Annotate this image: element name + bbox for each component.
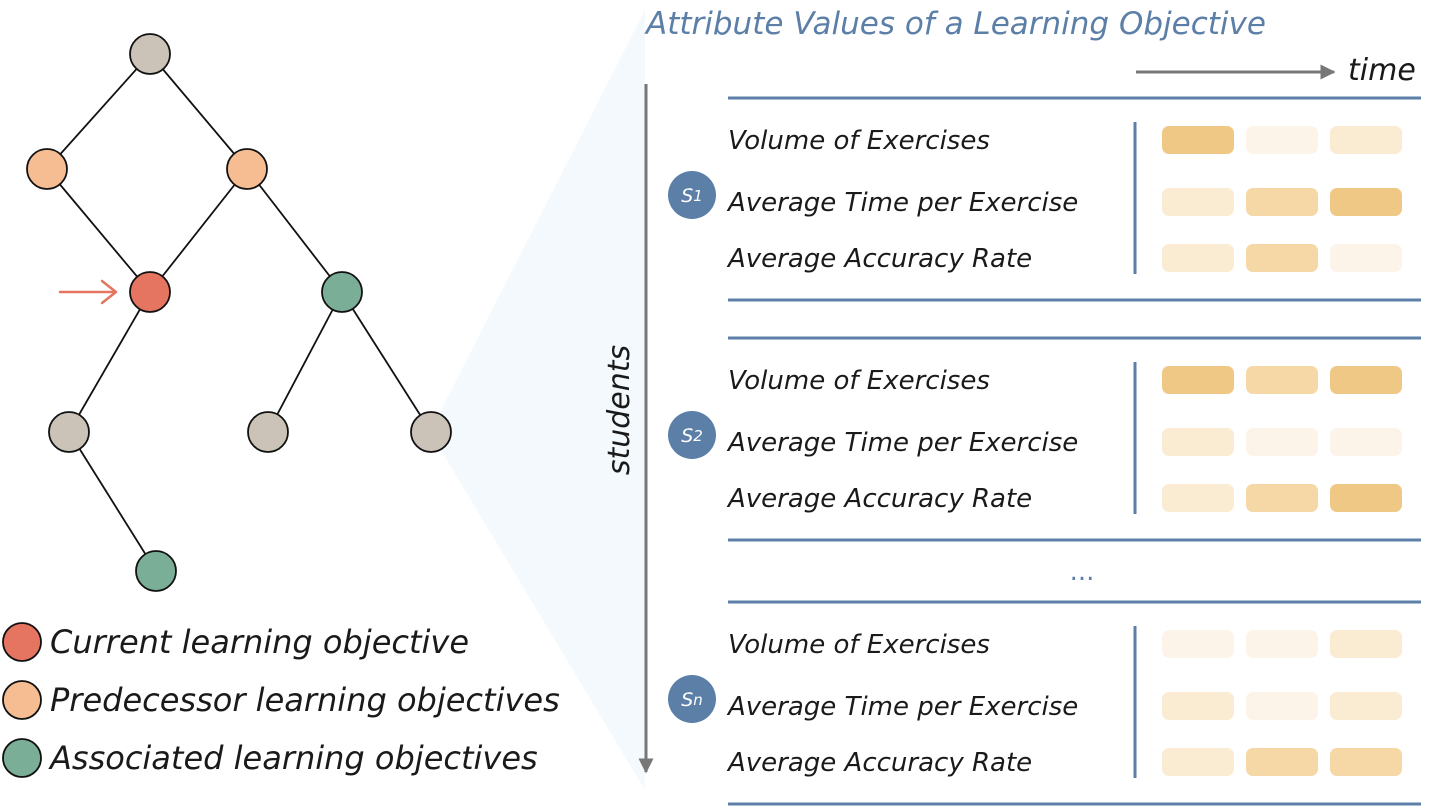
attribute-label: Average Time per Exercise <box>726 428 1078 458</box>
legend-label-associated: Associated learning objectives <box>48 739 538 777</box>
attribute-label: Volume of Exercises <box>728 630 990 660</box>
student-badge-label: Sn <box>681 689 703 711</box>
attribute-label: Volume of Exercises <box>728 126 990 156</box>
students-axis: students <box>602 84 654 774</box>
attribute-cell <box>1162 748 1234 776</box>
tree-node-child-left <box>48 411 90 453</box>
attribute-label: Average Accuracy Rate <box>726 748 1032 778</box>
student-badge-label: S2 <box>681 425 703 447</box>
tree-node-root <box>129 33 171 75</box>
attribute-cell <box>1162 692 1234 720</box>
tree-edge <box>267 291 343 433</box>
attribute-cell <box>1162 630 1234 658</box>
attribute-label: Volume of Exercises <box>728 366 990 396</box>
attribute-label: Average Time per Exercise <box>726 188 1078 218</box>
attribute-label: Average Time per Exercise <box>726 692 1078 722</box>
attribute-cell <box>1330 630 1402 658</box>
student-badge-label: S1 <box>681 185 703 207</box>
tree-edge <box>149 168 248 293</box>
attribute-label: Average Accuracy Rate <box>726 484 1032 514</box>
tree-node-child-mid <box>247 411 289 453</box>
tree-edge <box>149 53 248 170</box>
legend-label-current: Current learning objective <box>50 623 469 661</box>
tree-edge <box>68 431 157 572</box>
tree-edge <box>46 53 151 170</box>
attribute-cell <box>1330 366 1402 394</box>
attribute-cell <box>1330 126 1402 154</box>
tree-node-assoc-bottom <box>135 550 177 592</box>
legend-marker-current <box>2 622 42 662</box>
attribute-cell <box>1162 366 1234 394</box>
attribute-cell <box>1162 188 1234 216</box>
attribute-cell <box>1246 748 1318 776</box>
tree-node-current <box>129 271 171 313</box>
time-axis: time <box>1136 53 1416 88</box>
tree-edge <box>46 168 151 293</box>
attribute-cell <box>1330 244 1402 272</box>
attribute-cell <box>1246 630 1318 658</box>
attribute-cell <box>1330 428 1402 456</box>
tree-node-assoc-mid <box>321 271 363 313</box>
attribute-cell <box>1246 366 1318 394</box>
attribute-cell <box>1330 484 1402 512</box>
tree-edge <box>246 168 343 293</box>
tree-node-pred-right <box>226 148 268 190</box>
attribute-cell <box>1246 188 1318 216</box>
tree-edges <box>46 53 432 572</box>
tree-node-pred-left <box>26 148 68 190</box>
legend-label-predecessor: Predecessor learning objectives <box>50 681 560 719</box>
zoom-fan <box>430 10 645 790</box>
legend-marker-predecessor <box>2 680 42 720</box>
legend-marker-associated <box>2 738 42 778</box>
attribute-cell <box>1162 484 1234 512</box>
panel-title: Attribute Values of a Learning Objective <box>644 6 1266 42</box>
attribute-cell <box>1330 692 1402 720</box>
attribute-cell <box>1246 244 1318 272</box>
attribute-cell <box>1162 428 1234 456</box>
tree-node-child-right <box>410 411 452 453</box>
current-pointer-arrow <box>58 279 118 305</box>
attribute-cell <box>1330 188 1402 216</box>
objective-tree <box>26 33 452 592</box>
student-badge <box>668 411 716 459</box>
tree-edge <box>68 291 151 433</box>
time-axis-label: time <box>1348 53 1416 88</box>
tree-nodes <box>26 33 452 592</box>
student-badge <box>668 675 716 723</box>
attribute-cell <box>1162 126 1234 154</box>
attribute-cell <box>1162 244 1234 272</box>
attribute-cell <box>1246 126 1318 154</box>
attribute-cell <box>1246 484 1318 512</box>
attribute-cell <box>1330 748 1402 776</box>
students-ellipsis: ... <box>1070 557 1095 587</box>
students-axis-label: students <box>602 345 637 475</box>
attribute-cell <box>1246 428 1318 456</box>
attribute-cell <box>1246 692 1318 720</box>
tree-edge <box>341 291 432 433</box>
student-badge <box>668 171 716 219</box>
attribute-label: Average Accuracy Rate <box>726 244 1032 274</box>
